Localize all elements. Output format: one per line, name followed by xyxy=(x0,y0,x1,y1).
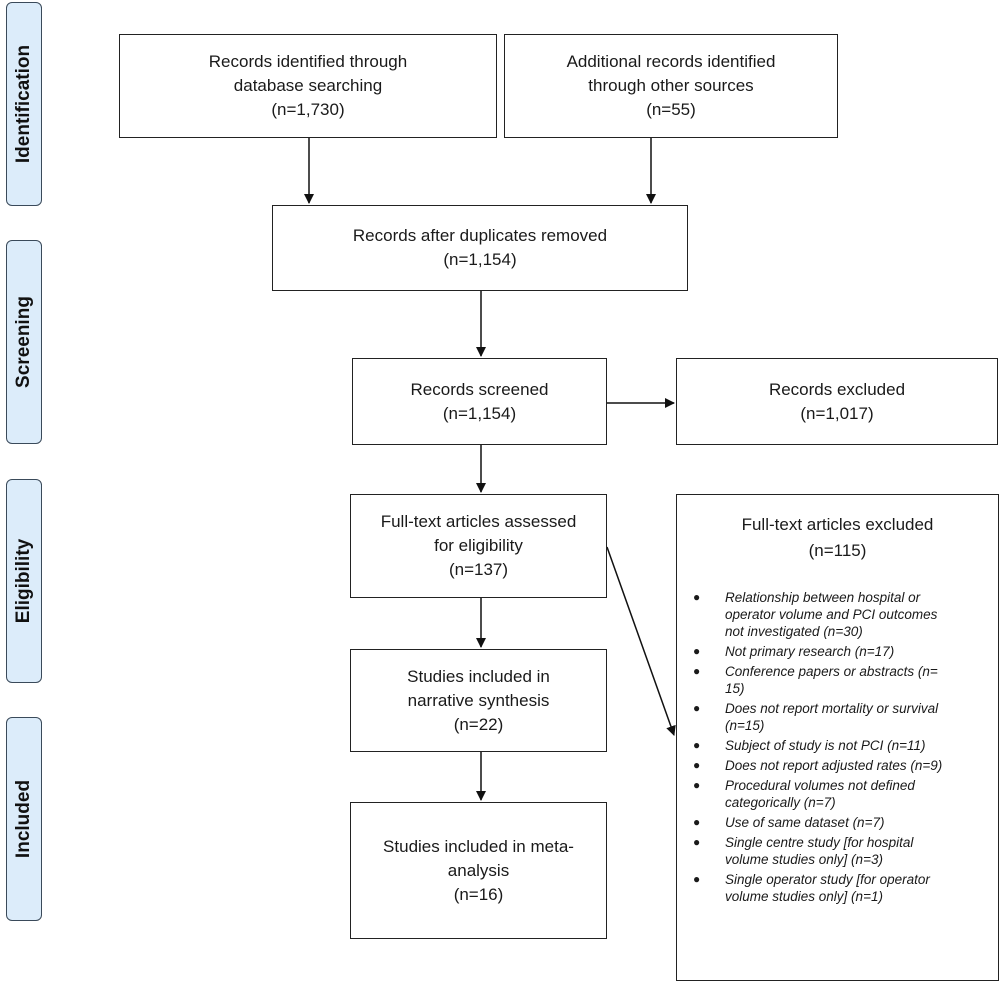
bullet-icon: ● xyxy=(693,778,701,792)
exclusion-reason: ● Subject of study is not PCI (n=11) xyxy=(687,737,987,754)
bullet-icon: ● xyxy=(693,872,701,886)
exclusion-reason: ● Not primary research (n=17) xyxy=(687,643,987,660)
bullet-icon: ● xyxy=(693,664,701,678)
exclusion-reason-line: Conference papers or abstracts (n= xyxy=(725,664,938,679)
bullet-icon: ● xyxy=(693,701,701,715)
bullet-icon: ● xyxy=(693,758,701,772)
box-fulltext-count: (n=137) xyxy=(448,560,509,579)
exclusion-reason: ● Single operator study [for operator volu… xyxy=(687,871,987,905)
exclusion-reason: ● Procedural volumes not defined categoric… xyxy=(687,777,987,811)
box-fulltext-line1: Full-text articles assessed xyxy=(380,512,577,531)
box-fulltext-excluded: Full-text articles excluded (n=115) ● Rel… xyxy=(676,494,999,981)
box-excluded-count: (n=1,017) xyxy=(800,403,874,423)
exclusion-reason-line: Use of same dataset (n=7) xyxy=(725,815,885,830)
box-meta-line2: analysis xyxy=(447,860,510,880)
box-narrative-line1: Studies included in xyxy=(407,666,550,686)
exclusion-reason-line: volume studies only] (n=3) xyxy=(725,852,883,867)
box-duplicates-count: (n=1,154) xyxy=(443,250,517,269)
exclusion-reason-line: Single centre study [for hospital xyxy=(725,835,914,850)
box-records-screened: Records screened (n=1,154) xyxy=(352,358,607,445)
fulltext-excluded-count: (n=115) xyxy=(808,541,867,560)
exclusion-reason: ● Use of same dataset (n=7) xyxy=(687,814,987,831)
bullet-icon: ● xyxy=(693,590,701,604)
bullet-icon: ● xyxy=(693,835,701,849)
stage-included: Included xyxy=(6,717,42,921)
exclusion-reason-line: (n=15) xyxy=(725,718,765,733)
box-meta-count: (n=16) xyxy=(453,884,504,904)
exclusion-reason: ● Does not report mortality or survival (n… xyxy=(687,700,987,734)
box-screened-line1: Records screened xyxy=(410,379,549,399)
box-database-line2: database searching xyxy=(233,76,383,95)
box-records-excluded: Records excluded (n=1,017) xyxy=(676,358,998,445)
box-meta-analysis: Studies included in meta- analysis (n=16… xyxy=(350,802,607,939)
box-fulltext-line2: for eligibility xyxy=(434,536,523,555)
box-database-count: (n=1,730) xyxy=(271,100,345,119)
box-duplicates-removed: Records after duplicates removed (n=1,15… xyxy=(272,205,688,291)
box-duplicates-line1: Records after duplicates removed xyxy=(352,226,608,245)
box-other-sources: Additional records identified through ot… xyxy=(504,34,838,138)
exclusion-reason-line: Does not report mortality or survival xyxy=(725,701,939,716)
stage-identification: Identification xyxy=(6,2,42,206)
box-narrative-synthesis: Studies included in narrative synthesis … xyxy=(350,649,607,752)
stage-eligibility: Eligibility xyxy=(6,479,42,683)
exclusion-reason-line: categorically (n=7) xyxy=(725,795,836,810)
box-meta-line1: Studies included in meta- xyxy=(383,836,574,856)
exclusion-reason: ● Single centre study [for hospital volume… xyxy=(687,834,987,868)
box-other-line2: through other sources xyxy=(588,76,754,95)
exclusion-reason-line: Subject of study is not PCI (n=11) xyxy=(725,738,926,753)
fulltext-excluded-title: Full-text articles excluded xyxy=(741,515,934,534)
exclusion-reason-line: Procedural volumes not defined xyxy=(725,778,915,793)
box-database-line1: Records identified through xyxy=(208,52,408,71)
exclusion-reason: ● Relationship between hospital or operato… xyxy=(687,589,987,640)
exclusion-reason-line: volume studies only] (n=1) xyxy=(725,889,883,904)
stage-screening: Screening xyxy=(6,240,42,444)
arrow-fulltext-to-excluded xyxy=(606,546,676,736)
box-screened-count: (n=1,154) xyxy=(442,403,517,423)
box-fulltext-assessed: Full-text articles assessed for eligibil… xyxy=(350,494,607,598)
exclusion-reasons-list: ● Relationship between hospital or operato… xyxy=(687,589,987,908)
bullet-icon: ● xyxy=(693,644,701,658)
exclusion-reason: ● Does not report adjusted rates (n=9) xyxy=(687,757,987,774)
exclusion-reason-line: operator volume and PCI outcomes xyxy=(725,607,938,622)
exclusion-reason-line: Single operator study [for operator xyxy=(725,872,930,887)
exclusion-reason-line: not investigated (n=30) xyxy=(725,624,863,639)
exclusion-reason: ● Conference papers or abstracts (n= 15) xyxy=(687,663,987,697)
box-excluded-line1: Records excluded xyxy=(768,379,906,399)
exclusion-reason-line: Relationship between hospital or xyxy=(725,590,921,605)
bullet-icon: ● xyxy=(693,815,701,829)
bullet-icon: ● xyxy=(693,738,701,752)
box-narrative-count: (n=22) xyxy=(453,714,504,734)
box-narrative-line2: narrative synthesis xyxy=(407,690,550,710)
box-database-records: Records identified through database sear… xyxy=(119,34,497,138)
exclusion-reason-line: Does not report adjusted rates (n=9) xyxy=(725,758,943,773)
box-other-count: (n=55) xyxy=(646,100,696,119)
exclusion-reason-line: Not primary research (n=17) xyxy=(725,644,895,659)
box-other-line1: Additional records identified xyxy=(566,52,776,71)
exclusion-reason-line: 15) xyxy=(725,681,745,696)
